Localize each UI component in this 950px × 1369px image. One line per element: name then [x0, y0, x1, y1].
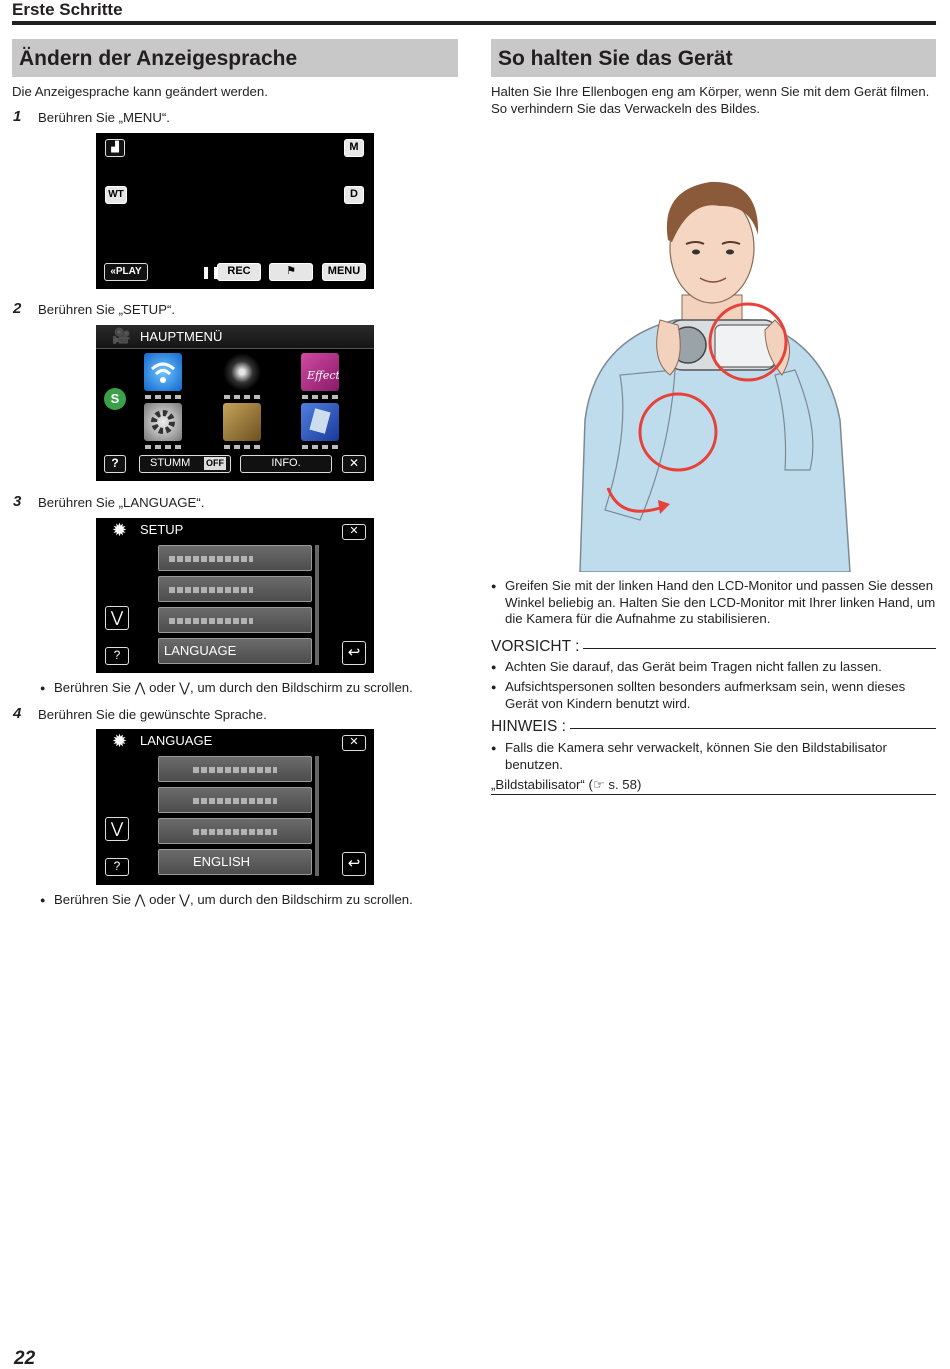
help-button[interactable]: ?	[105, 647, 129, 665]
note-bottom-rule	[491, 794, 936, 795]
manual-mode-button[interactable]: M	[344, 139, 364, 157]
caution-title: VORSICHT :	[491, 638, 580, 655]
right-section-title: So halten Sie das Gerät	[491, 39, 936, 77]
screen-setup: ✹ SETUP ✕ LANGUAGE ⋁ ? ↩	[96, 518, 374, 673]
step-3-number: 3	[13, 493, 22, 510]
language-menu-item[interactable]: LANGUAGE	[158, 638, 312, 664]
note-title: HINWEIS :	[491, 718, 566, 735]
scrollbar[interactable]	[315, 545, 319, 665]
lens-icon[interactable]	[223, 353, 261, 391]
top-rule	[12, 21, 936, 25]
language-option-english[interactable]: ENGLISH	[158, 849, 312, 875]
setup-menu-item[interactable]	[158, 545, 312, 571]
close-icon[interactable]: ✕	[342, 735, 366, 751]
gear-icon: ✹	[112, 520, 128, 540]
left-intro: Die Anzeigesprache kann geändert werden.	[12, 84, 268, 99]
left-section-title: Ändern der Anzeigesprache	[12, 39, 458, 77]
info-button[interactable]: INFO.	[240, 455, 332, 473]
scrollbar[interactable]	[315, 756, 319, 876]
note-item: Falls die Kamera sehr verwackelt, können…	[491, 740, 939, 773]
mute-button[interactable]: STUMM OFF	[139, 455, 231, 473]
page-dots	[145, 445, 181, 449]
gear-icon[interactable]	[144, 403, 182, 441]
language-title: LANGUAGE	[140, 733, 213, 748]
setup-menu-item[interactable]	[158, 576, 312, 602]
media-icon[interactable]	[223, 403, 261, 441]
back-icon[interactable]: ↩	[342, 641, 366, 665]
scroll-down-button[interactable]: ⋁	[105, 817, 129, 841]
camera-mode-icon[interactable]: ▟	[105, 139, 125, 157]
play-button[interactable]: «PLAY	[104, 263, 148, 281]
stabilizer-reference-link[interactable]: „Bildstabilisator“ (☞ s. 58)	[491, 777, 642, 792]
mute-label: STUMM	[150, 457, 191, 469]
wifi-icon[interactable]	[144, 353, 182, 391]
page-dots	[224, 445, 260, 449]
section-label: Erste Schritte	[12, 0, 123, 19]
page-dots	[302, 395, 338, 399]
language-title-bar: ✹ LANGUAGE	[96, 729, 374, 753]
step-1-text: Berühren Sie „MENU“.	[38, 110, 170, 125]
holding-camera-illustration	[579, 181, 851, 572]
help-button[interactable]: ?	[104, 455, 126, 473]
menu-title-bar: 🎥 HAUPTMENÜ	[96, 325, 374, 349]
step-3-text: Berühren Sie „LANGUAGE“.	[38, 495, 205, 510]
caution-item: Achten Sie darauf, das Gerät beim Tragen…	[491, 659, 939, 676]
caution-heading: VORSICHT :	[491, 638, 936, 656]
setup-title-bar: ✹ SETUP	[96, 518, 374, 542]
grip-bullet: Greifen Sie mit der linken Hand den LCD-…	[491, 578, 939, 628]
rec-button[interactable]: REC	[217, 263, 261, 281]
step-4-text: Berühren Sie die gewünschte Sprache.	[38, 707, 267, 722]
display-button[interactable]: D	[344, 186, 364, 204]
pause-icon[interactable]: ❚❚	[201, 265, 222, 279]
page-dots	[302, 445, 338, 449]
scroll-note: Berühren Sie ⋀ oder ⋁, um durch den Bild…	[40, 892, 413, 909]
right-intro: Halten Sie Ihre Ellenbogen eng am Körper…	[491, 84, 930, 116]
effect-icon[interactable]: Effect	[301, 353, 340, 391]
setup-title: SETUP	[140, 522, 184, 537]
sd-card-icon[interactable]	[301, 403, 339, 441]
page-dots	[224, 395, 260, 399]
screen-main-menu: 🎥 HAUPTMENÜ S Effect ? STUMM OFF INFO. ✕	[96, 325, 374, 481]
video-camera-icon: 🎥	[112, 328, 131, 345]
scroll-note: Berühren Sie ⋀ oder ⋁, um durch den Bild…	[40, 680, 413, 697]
help-button[interactable]: ?	[105, 858, 129, 876]
page-dots	[145, 395, 181, 399]
language-option[interactable]	[158, 787, 312, 813]
note-heading: HINWEIS :	[491, 718, 936, 736]
zoom-wt-button[interactable]: WT	[105, 186, 127, 204]
page-number: 22	[14, 1348, 36, 1369]
step-2-text: Berühren Sie „SETUP“.	[38, 302, 176, 317]
menu-button[interactable]: MENU	[322, 263, 366, 281]
screen-record: ▟ M WT D «PLAY ❚❚ REC ⚑ MENU	[96, 133, 374, 289]
mute-off-badge: OFF	[204, 457, 226, 470]
menu-title: HAUPTMENÜ	[140, 329, 223, 344]
step-1-number: 1	[13, 108, 22, 125]
caution-item: Aufsichtspersonen sollten besonders aufm…	[491, 679, 939, 712]
shortcut-s-icon[interactable]: S	[104, 388, 126, 410]
close-icon[interactable]: ✕	[342, 455, 366, 473]
screen-language: ✹ LANGUAGE ✕ ENGLISH ⋁ ? ↩	[96, 729, 374, 885]
language-option[interactable]	[158, 818, 312, 844]
step-4-number: 4	[13, 705, 22, 722]
step-2-number: 2	[13, 300, 22, 317]
close-icon[interactable]: ✕	[342, 524, 366, 540]
flag-icon[interactable]: ⚑	[269, 263, 313, 281]
setup-menu-item[interactable]	[158, 607, 312, 633]
language-option[interactable]	[158, 756, 312, 782]
gear-icon: ✹	[112, 731, 128, 751]
back-icon[interactable]: ↩	[342, 852, 366, 876]
scroll-down-button[interactable]: ⋁	[105, 606, 129, 630]
svg-text:Effect: Effect	[306, 369, 339, 382]
